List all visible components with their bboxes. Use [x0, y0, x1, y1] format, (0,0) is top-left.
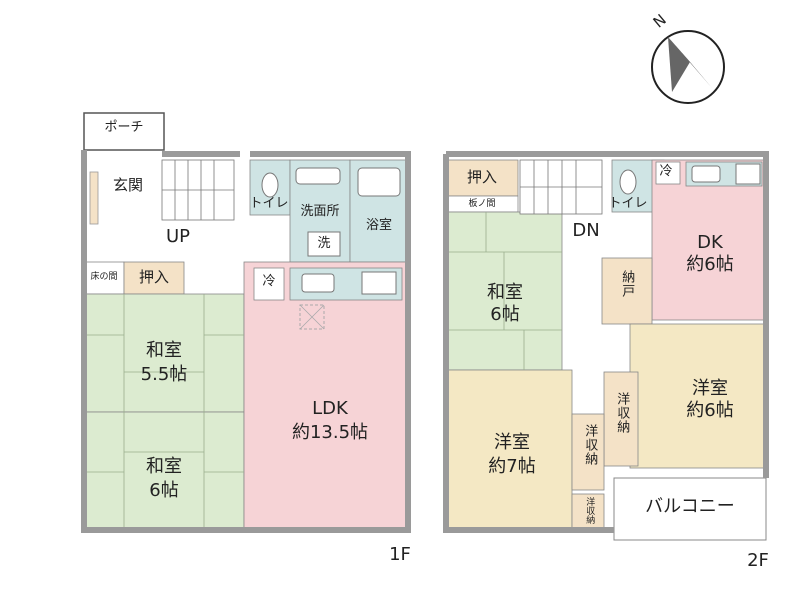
dn-label-2f: DN: [572, 220, 600, 241]
entrance-label: 玄関: [112, 176, 143, 194]
closet-label-1f: 押入: [138, 268, 169, 286]
dk-name: DK: [697, 232, 723, 253]
washitsu-size-2f: 6帖: [490, 304, 520, 325]
tatami-lines-2f: [446, 212, 562, 370]
closet-west1-label: 洋収納: [614, 392, 630, 434]
bathtub: [357, 167, 401, 197]
ldk-name: LDK: [312, 398, 348, 419]
sink-2f: [691, 165, 721, 183]
washitsu-6-size-1f: 6帖: [149, 480, 179, 501]
walls-1f: [81, 150, 411, 533]
ldk-area: [243, 261, 409, 531]
porch-label: ポーチ: [104, 120, 144, 135]
closet-west3-label: 洋収納: [584, 497, 595, 524]
balcony-label: バルコニー: [645, 496, 735, 517]
fridge-space-1f: [253, 267, 285, 301]
nando-label: 納戸: [619, 270, 635, 298]
fridge-label-2f: 冷: [659, 164, 673, 179]
washitsu-55-name: 和室: [146, 340, 182, 361]
washer-label: 洗: [317, 236, 331, 251]
toilet-label-1f: トイレ: [249, 196, 289, 211]
shoe-cabinet: [89, 171, 99, 225]
compass: [651, 30, 725, 104]
stairs-2f: [519, 159, 603, 215]
youshitsu-6-name: 洋室: [692, 378, 728, 399]
tatami-lines-1f: [84, 294, 244, 530]
sink-1f: [301, 273, 335, 293]
bath-label: 浴室: [365, 218, 392, 233]
youshitsu-6-area: [629, 323, 767, 469]
toilet-label-2f: トイレ: [608, 196, 648, 211]
ldk-size: 約13.5帖: [291, 422, 369, 443]
closet-west2-area: [571, 413, 605, 491]
walls-2f: [443, 151, 769, 533]
floor-label-2f: 2F: [747, 550, 769, 571]
washer-space: [307, 231, 341, 257]
closet-label-2f: 押入: [466, 168, 497, 186]
youshitsu-7-size: 約7帖: [488, 456, 536, 477]
closet-west2-label: 洋収納: [582, 424, 598, 466]
stove-2f: [735, 163, 761, 185]
stove-1f: [361, 271, 397, 295]
entrance-area: [90, 172, 155, 202]
closet-west1-area: [603, 371, 639, 467]
youshitsu-7-name: 洋室: [494, 432, 530, 453]
closet-2f-area: [445, 159, 519, 197]
wash-basin: [295, 167, 341, 185]
washroom-label: 洗面所: [300, 204, 340, 219]
alcove-label: 床の間: [90, 272, 118, 282]
dk-size: 約6帖: [686, 254, 734, 275]
range-hood: [299, 304, 325, 330]
washitsu-6-area-1f: [83, 411, 245, 531]
balcony-area: [613, 477, 767, 541]
dk-area: [651, 159, 767, 321]
porch-area: [83, 112, 165, 151]
floor-label-1f: 1F: [389, 544, 411, 565]
itanoma-label: 板ノ間: [468, 199, 496, 209]
nando-area: [601, 257, 653, 325]
fridge-space-2f: [655, 161, 681, 185]
washitsu-55-size: 5.5帖: [140, 364, 188, 385]
up-label-1f: UP: [165, 226, 191, 247]
toilet-bowl-1f: [261, 172, 279, 198]
stairs-1f: [161, 159, 235, 221]
toilet-bowl-2f: [619, 169, 637, 195]
youshitsu-6-size: 約6帖: [686, 400, 734, 421]
washitsu-name-2f: 和室: [487, 282, 523, 303]
washitsu-55-area: [83, 293, 245, 413]
fridge-label-1f: 冷: [262, 274, 276, 289]
washitsu-6-name-1f: 和室: [146, 456, 182, 477]
